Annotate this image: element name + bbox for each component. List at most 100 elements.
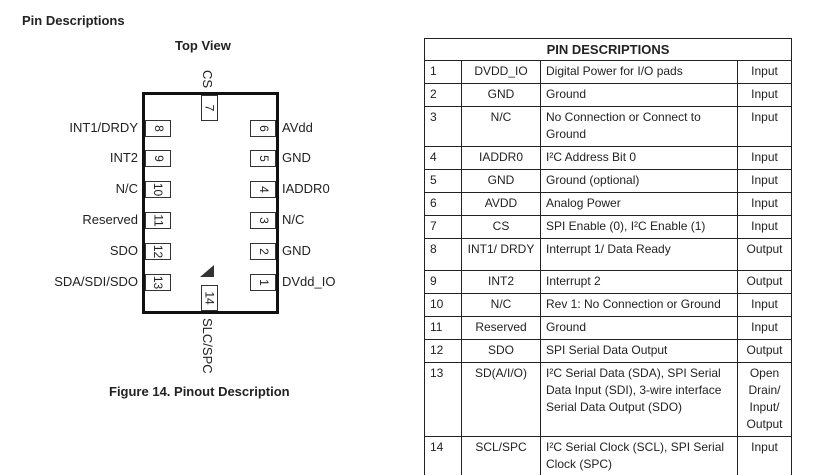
cell-desc: I²C Serial Data (SDA), SPI Serial Data I… [540, 362, 738, 437]
cell-pin: 11 [424, 316, 462, 340]
pin-box: 7 [201, 95, 218, 121]
cell-name: GND [461, 83, 541, 107]
pin-box: 2 [250, 243, 276, 260]
pin-box: 8 [145, 120, 171, 137]
pin-label: N/C [282, 212, 305, 227]
cell-name: Reserved [461, 316, 541, 340]
cell-type: Input [737, 215, 792, 239]
pin-number: 2 [256, 248, 271, 255]
cell-desc: Analog Power [540, 192, 738, 216]
cell-name: INT2 [461, 270, 541, 294]
cell-pin: 10 [424, 293, 462, 317]
cell-pin: 7 [424, 215, 462, 239]
cell-type: Input [737, 83, 792, 107]
cell-type: Input [737, 146, 792, 170]
cell-desc: Ground (optional) [540, 169, 738, 193]
pin-box: 13 [145, 274, 171, 291]
pin-number: 9 [151, 155, 166, 162]
pin-label: AVdd [282, 120, 313, 135]
pin-label: SLC/SPC [200, 318, 215, 374]
cell-pin: 12 [424, 339, 462, 363]
pin-number: 10 [151, 182, 166, 197]
cell-name: SD(A/I/O) [461, 362, 541, 437]
cell-type: Input [737, 192, 792, 216]
cell-type: Input [737, 316, 792, 340]
pin-label: INT1/DRDY [69, 120, 138, 135]
cell-pin: 2 [424, 83, 462, 107]
pin-number: 8 [151, 125, 166, 132]
pin-label: Reserved [82, 212, 138, 227]
cell-name: INT1/ DRDY [461, 238, 541, 271]
cell-name: IADDR0 [461, 146, 541, 170]
diagram-title: Top View [175, 38, 231, 53]
cell-desc: Interrupt 2 [540, 270, 738, 294]
cell-pin: 8 [424, 238, 462, 271]
cell-desc: I²C Serial Clock (SCL), SPI Serial Clock… [540, 436, 738, 475]
pin-box: 5 [250, 150, 276, 167]
cell-type: Output [737, 339, 792, 363]
pin-label: N/C [115, 181, 138, 196]
cell-type: Open Drain/ Input/ Output [737, 362, 792, 437]
cell-pin: 13 [424, 362, 462, 437]
pin-label: IADDR0 [282, 181, 330, 196]
cell-pin: 6 [424, 192, 462, 216]
pin-number: 7 [202, 104, 217, 112]
cell-desc: Rev 1: No Connection or Ground [540, 293, 738, 317]
cell-name: GND [461, 169, 541, 193]
pin1-marker-icon [200, 265, 214, 277]
cell-desc: Interrupt 1/ Data Ready [540, 238, 738, 271]
cell-name: AVDD [461, 192, 541, 216]
pin-label: SDO [109, 243, 138, 258]
cell-desc: Ground [540, 83, 738, 107]
pin-number: 14 [202, 291, 217, 305]
cell-name: SDO [461, 339, 541, 363]
pin-number: 5 [256, 155, 271, 162]
cell-pin: 3 [424, 106, 462, 147]
section-title: Pin Descriptions [22, 13, 125, 28]
cell-type: Input [737, 436, 792, 475]
pin-label: INT2 [109, 150, 138, 165]
cell-desc: Ground [540, 316, 738, 340]
pin-box: 11 [145, 212, 171, 229]
cell-pin: 14 [424, 436, 462, 475]
pin-box: 12 [145, 243, 171, 260]
pin-number: 12 [151, 244, 166, 259]
cell-pin: 1 [424, 60, 462, 84]
cell-type: Output [737, 238, 792, 271]
pin-number: 13 [151, 275, 166, 290]
pin-box: 6 [250, 120, 276, 137]
pin-number: 6 [256, 125, 271, 132]
pin-box: 10 [145, 181, 171, 198]
cell-pin: 5 [424, 169, 462, 193]
pin-box: 14 [201, 285, 218, 311]
pin-label: GND [282, 243, 311, 258]
cell-name: CS [461, 215, 541, 239]
pin-box: 9 [145, 150, 171, 167]
cell-type: Output [737, 270, 792, 294]
cell-name: N/C [461, 293, 541, 317]
pin-number: 3 [256, 217, 271, 224]
pin-box: 4 [250, 181, 276, 198]
table-title: PIN DESCRIPTIONS [424, 38, 792, 61]
pin-label: SDA/SDI/SDO [54, 274, 138, 289]
cell-type: Input [737, 169, 792, 193]
cell-pin: 4 [424, 146, 462, 170]
cell-desc: SPI Enable (0), I²C Enable (1) [540, 215, 738, 239]
cell-type: Input [737, 60, 792, 84]
pin-number: 11 [151, 214, 166, 227]
pin-label: GND [282, 150, 311, 165]
